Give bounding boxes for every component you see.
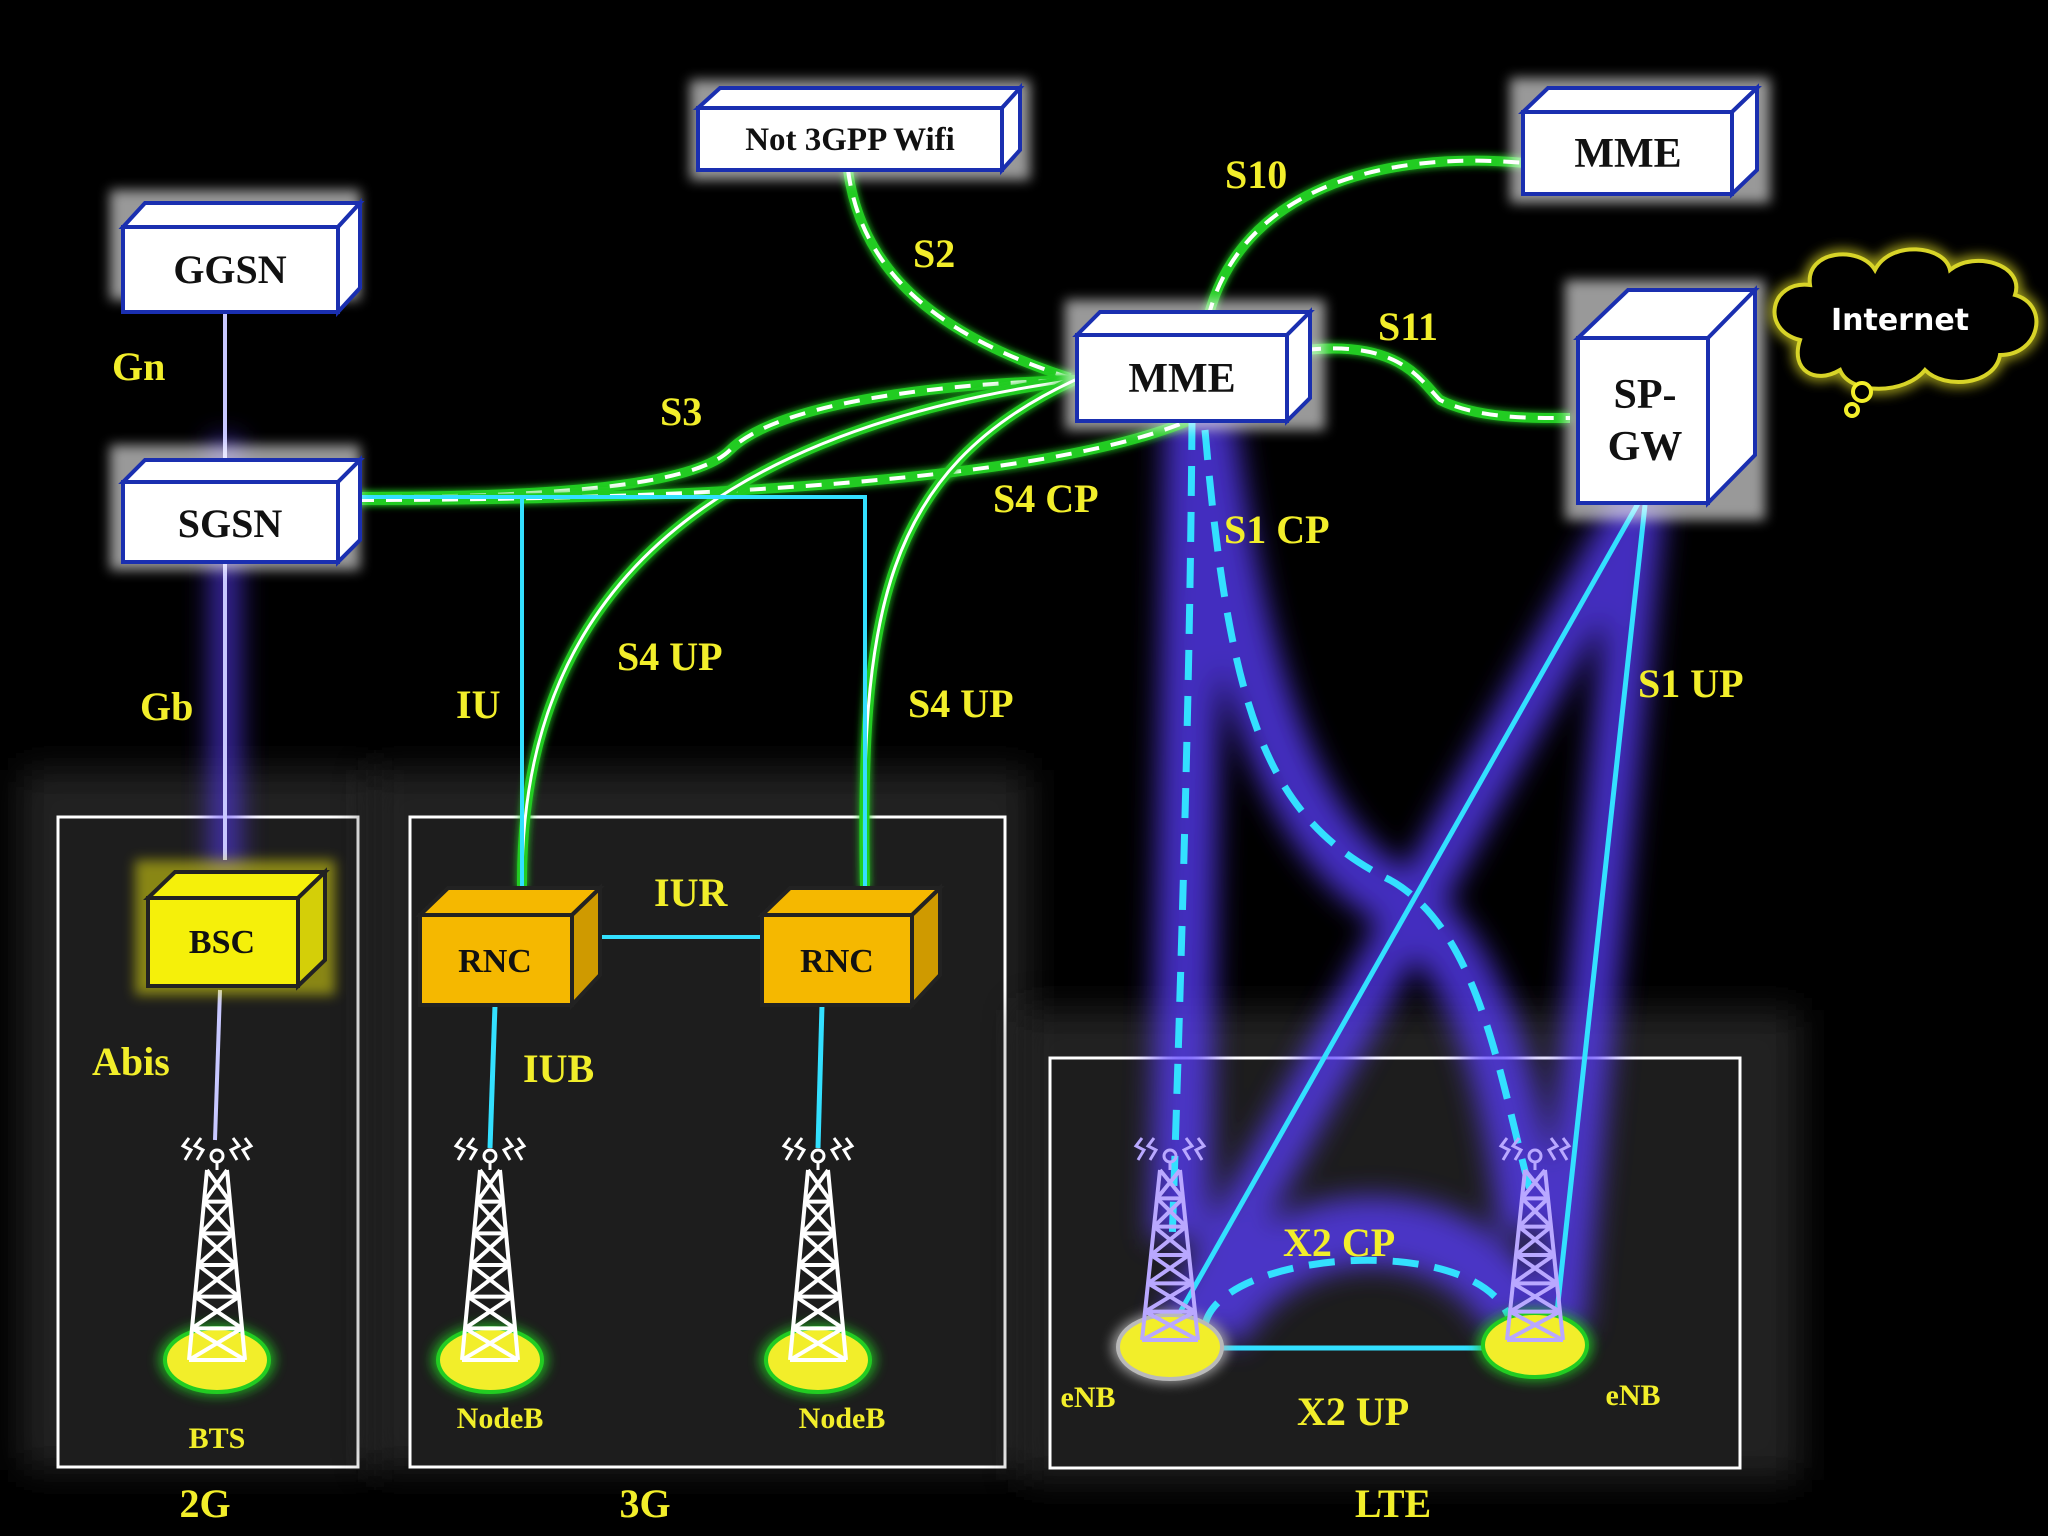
tower-enb-right-base [1481,1311,1589,1379]
node-sgsn: SGSN [110,445,365,570]
label-s1up: S1 UP [1638,661,1744,706]
link-s1cp-left [1168,419,1196,1246]
tower-bts-antenna-icon [180,1137,254,1170]
node-spgw: SP- GW [1565,280,1765,520]
node-rnc-right: RNC [757,883,945,1011]
ggsn-label: GGSN [173,247,286,292]
label-s3: S3 [660,389,702,434]
tower-enb-left-lattice [1140,1168,1200,1342]
node-mme-main: MME [1065,300,1325,430]
label-gb: Gb [140,684,193,729]
label-area-2g: 2G [179,1481,230,1526]
label-s4up-left: S4 UP [617,634,723,679]
label-s11: S11 [1378,304,1438,349]
node-ggsn: GGSN [110,190,365,318]
node-wifi: Not 3GPP Wifi [690,80,1030,180]
label-nodeb-left: NodeB [457,1402,544,1435]
rnc-right-label: RNC [800,943,874,980]
label-s1cp: S1 CP [1224,507,1330,552]
internet-label: Internet [1831,303,1969,338]
bsc-label: BSC [189,924,255,961]
mme-main-label: MME [1128,356,1235,402]
spgw-label-2: GW [1608,424,1683,470]
label-enb-left: eNB [1061,1381,1116,1414]
tower-bts-lattice [187,1168,247,1362]
link-x2cp [1201,1256,1514,1326]
label-s4up-right: S4 UP [908,681,1014,726]
link-s1up-left [1167,498,1643,1332]
mme-peer-label: MME [1574,131,1681,177]
node-rnc-left: RNC [415,883,605,1011]
label-s4cp: S4 CP [993,476,1099,521]
label-s2: S2 [913,231,955,276]
label-x2up: X2 UP [1297,1389,1409,1434]
sgsn-label: SGSN [178,501,283,546]
label-iu: IU [456,682,500,727]
internet-cloud: Internet [1769,244,2042,418]
tower-bts [159,1137,275,1396]
link-iub-right [815,1004,825,1149]
label-nodeb-right: NodeB [799,1402,886,1435]
link-s1up-right [1552,504,1648,1331]
tower-enb-right-lattice [1505,1168,1565,1342]
node-bsc: BSC [135,860,335,995]
tower-nodeb-left-lattice [460,1168,520,1362]
label-gn: Gn [112,344,165,389]
link-s2 [843,169,1072,383]
tower-nodeb-right [760,1137,876,1396]
node-mme-peer: MME [1510,78,1770,203]
label-iub: IUB [523,1046,594,1091]
label-enb-right: eNB [1606,1379,1661,1412]
tower-nodeb-left [432,1137,548,1396]
tower-enb-left [1112,1137,1228,1383]
link-s1cp-right [1201,429,1534,1191]
tower-enb-left-antenna-icon [1133,1137,1207,1170]
label-area-lte: LTE [1355,1481,1431,1526]
link-s11 [1304,343,1571,424]
label-s10: S10 [1225,152,1287,197]
tower-enb-right-antenna-icon [1498,1137,1572,1170]
label-x2cp: X2 CP [1283,1220,1395,1265]
tower-nodeb-right-lattice [788,1168,848,1362]
tower-nodeb-right-antenna-icon [781,1137,855,1170]
label-abis: Abis [92,1039,170,1084]
tower-nodeb-left-antenna-icon [453,1137,527,1170]
wifi-label: Not 3GPP Wifi [745,122,955,158]
link-iu [358,495,867,888]
tower-enb-right [1477,1137,1593,1381]
link-abis [213,989,222,1141]
spgw-label-1: SP- [1614,372,1677,418]
link-iub-left [487,1004,498,1149]
label-iur: IUR [654,870,728,915]
label-area-3g: 3G [619,1481,670,1526]
label-bts: BTS [189,1422,246,1455]
rnc-left-label: RNC [458,943,532,980]
